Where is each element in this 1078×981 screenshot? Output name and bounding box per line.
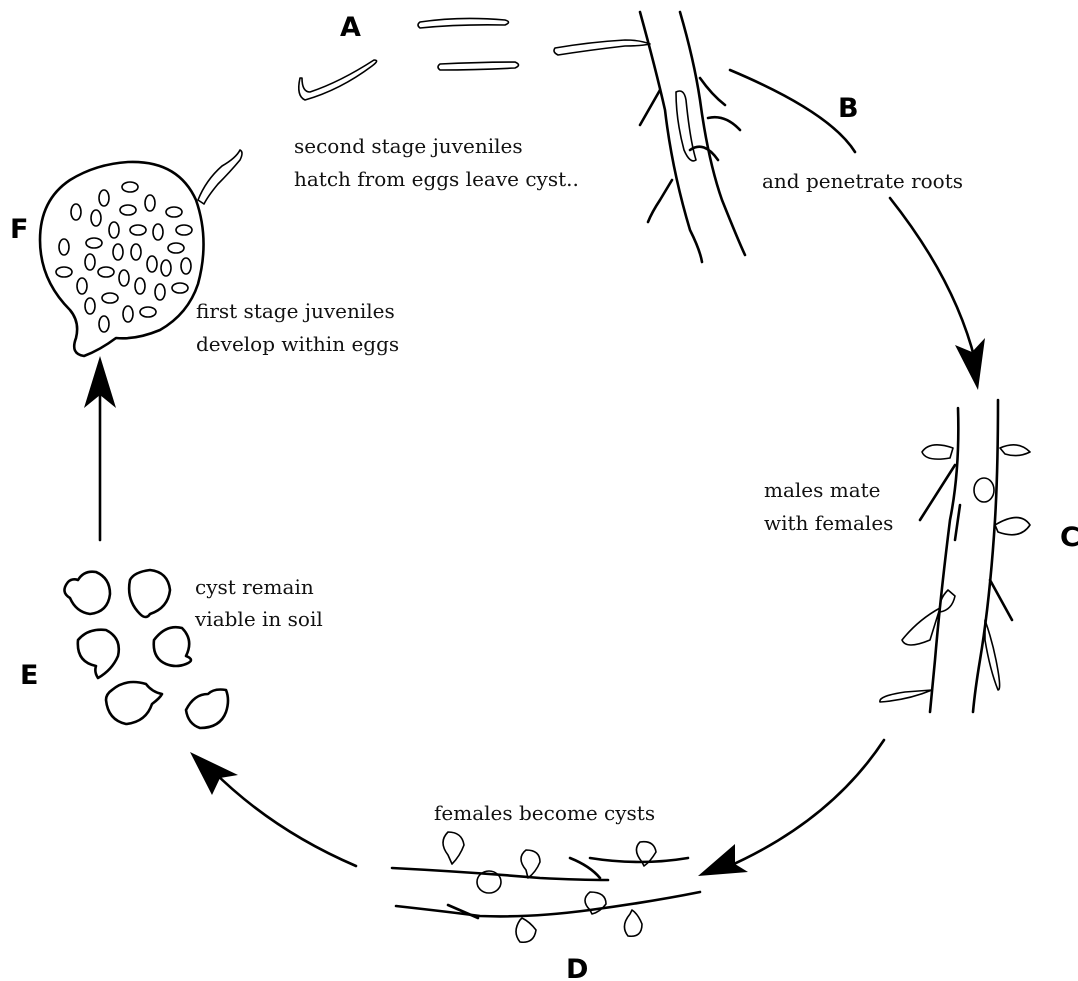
caption-b: and penetrate roots (762, 169, 963, 193)
stage-label-f: F (10, 214, 28, 245)
cyst-root-illustration (392, 832, 700, 942)
stage-label-e: E (20, 660, 38, 691)
stage-label-a: A (340, 12, 361, 43)
caption-f-line-1: first stage juveniles (196, 299, 395, 323)
caption-f-line-2: develop within eggs (196, 332, 399, 356)
stage-label-b: B (838, 93, 859, 124)
egg-filled-cyst-illustration (40, 150, 242, 356)
root-penetration-illustration (640, 12, 745, 262)
arrow-d-to-e (190, 752, 356, 866)
caption-c-line-1: males mate (764, 478, 881, 502)
stage-label-d: D (566, 954, 588, 981)
caption-e-line-2: viable in soil (194, 607, 323, 631)
caption-a-line-2: hatch from eggs leave cyst.. (294, 167, 579, 191)
stage-label-c: C (1060, 522, 1078, 553)
arrow-e-to-f (84, 356, 116, 540)
mating-root-illustration (880, 400, 1030, 712)
caption-c-line-2: with females (764, 511, 893, 535)
caption-e-line-1: cyst remain (195, 575, 314, 599)
caption-d: females become cysts (434, 801, 655, 825)
arrow-c-to-d (698, 740, 884, 876)
caption-a-line-1: second stage juveniles (294, 134, 523, 158)
